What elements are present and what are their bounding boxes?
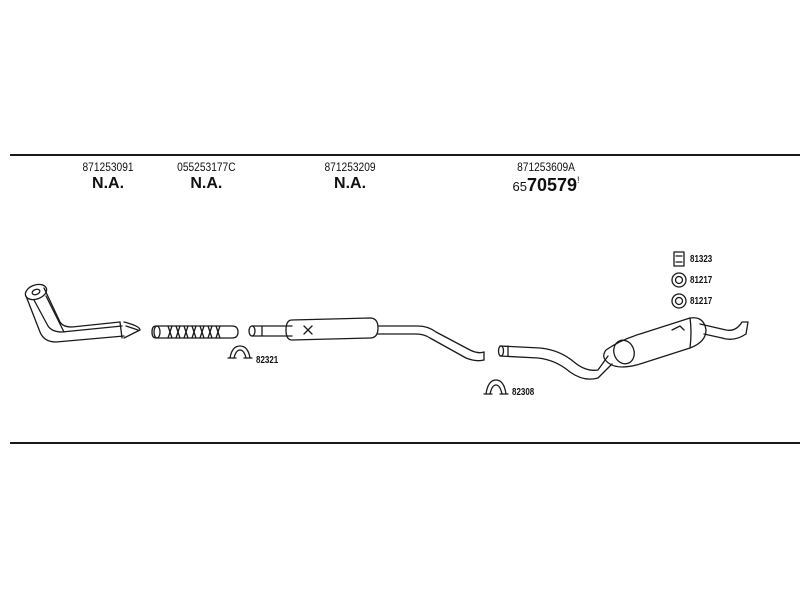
part-number: 871253091 — [82, 160, 134, 174]
price-prefix: 65 — [512, 179, 527, 194]
part-block-rear-silencer: 871253609A 6570579! — [512, 160, 580, 196]
ring-81217-drawing-2 — [671, 293, 687, 309]
fitting-code: 81217 — [690, 275, 713, 286]
flex-pipe-drawing — [151, 325, 239, 339]
price-mark: ! — [577, 175, 580, 185]
part-block-middle-silencer: 871253209 N.A. — [320, 160, 380, 193]
clamp-82308-drawing — [483, 379, 509, 395]
front-pipe-drawing — [24, 283, 141, 343]
part-status: N.A. — [92, 175, 125, 192]
price-main: 70579 — [526, 175, 578, 195]
part-price: 6570579! — [512, 175, 580, 196]
middle-silencer-drawing — [248, 317, 485, 362]
part-block-front-pipe: 871253091 N.A. — [78, 160, 138, 193]
hanger-81323-drawing — [673, 251, 685, 267]
part-status: N.A. — [334, 175, 367, 192]
fitting-code: 82308 — [512, 387, 535, 398]
rear-silencer-drawing — [497, 317, 749, 380]
fitting-code: 81217 — [690, 296, 713, 307]
clamp-82321-drawing — [227, 345, 253, 359]
part-number: 055253177C — [177, 160, 236, 174]
part-number: 871253609A — [517, 160, 575, 174]
ring-81217-drawing — [671, 272, 687, 288]
part-block-flex-pipe: 055253177C N.A. — [172, 160, 241, 193]
part-number: 871253209 — [324, 160, 376, 174]
bottom-divider — [10, 442, 800, 444]
top-divider — [10, 154, 800, 156]
part-status: N.A. — [190, 175, 223, 192]
fitting-code: 81323 — [690, 254, 713, 265]
fitting-code: 82321 — [256, 355, 279, 366]
